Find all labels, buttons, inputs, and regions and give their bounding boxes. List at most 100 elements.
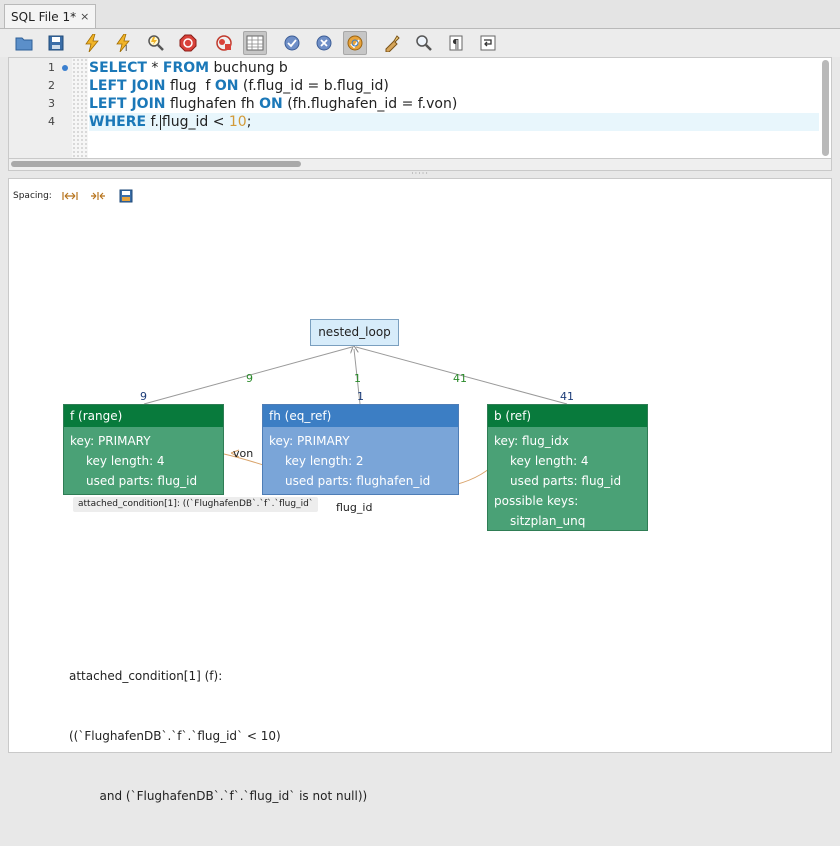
edge-label-flug-id: flug_id [336,501,373,514]
tab-close-icon[interactable]: × [80,9,90,23]
sql-keyword: LEFT JOIN [89,96,166,112]
save-icon[interactable] [44,31,68,55]
horizontal-scrollbar[interactable] [8,159,832,171]
wrap-lines-icon[interactable] [476,31,500,55]
node-details: key: flug_idx key length: 4 used parts: … [488,427,647,535]
sql-text: flug f [165,78,215,94]
node-key-length: key length: 4 [510,454,589,468]
execute-current-icon[interactable]: I [112,31,136,55]
invisible-chars-icon[interactable]: ¶ [444,31,468,55]
attached-condition-box[interactable]: attached_condition[1]: ((`FlughafenDB`.`… [73,497,319,512]
nested-loop-node[interactable]: nested_loop [310,319,399,346]
line-number-gutter: 1 2 3 4 [9,58,72,158]
node-key: key: PRIMARY [70,434,151,448]
edge-label-b-cost: 41 [453,372,467,385]
sql-keyword: ON [259,96,283,112]
sql-text: (fh.flughafen_id = f.von) [282,96,458,112]
node-title: f (range) [64,405,223,427]
execute-icon[interactable] [80,31,104,55]
autocommit-icon[interactable] [343,31,367,55]
attached-condition-details: attached_condition[1] (f): ((`FlughafenD… [69,626,367,846]
sql-keyword: LEFT JOIN [89,78,166,94]
edge-label-f-rows: 9 [140,390,147,403]
line-number: 3 [48,97,55,110]
svg-text:¶: ¶ [452,37,460,51]
condition-line: and (`FlughafenDB`.`f`.`flug_id` is not … [69,789,368,803]
edge-fh-nested [354,349,361,405]
sql-text: buchung b [209,60,288,76]
scroll-thumb[interactable] [11,161,301,167]
node-key-length: key length: 2 [285,454,364,468]
current-statement-marker [62,65,68,71]
edge-arrow-icon [230,449,240,458]
sql-text: flughafen fh [165,96,260,112]
tab-strip: SQL File 1* × [0,0,840,29]
toggle-grid-icon[interactable] [243,31,267,55]
rollback-icon[interactable] [312,31,336,55]
node-title: b (ref) [488,405,647,427]
node-details: key: PRIMARY key length: 4 used parts: f… [64,427,223,495]
node-possible-keys-value: sitzplan_unq [510,514,586,528]
node-title: fh (eq_ref) [263,405,458,427]
table-node-b[interactable]: b (ref) key: flug_idx key length: 4 used… [487,404,648,531]
node-used-parts: used parts: flug_id [86,474,198,488]
save-image-icon[interactable] [116,188,136,204]
beautify-icon[interactable] [380,31,404,55]
spacing-label: Spacing: [13,191,52,201]
sql-keyword: FROM [162,60,210,76]
commit-icon[interactable] [280,31,304,55]
sql-keyword: ON [214,78,239,94]
node-key: key: PRIMARY [269,434,350,448]
text-caret [159,114,161,130]
node-used-parts: used parts: flughafen_id [285,474,431,488]
table-node-f[interactable]: f (range) key: PRIMARY key length: 4 use… [63,404,224,495]
edge-label-f-cost: 9 [246,372,253,385]
edge-label-fh-cost: 1 [354,372,361,385]
scroll-thumb[interactable] [822,60,829,156]
edge-f-nested [143,346,353,405]
edge-label-fh-rows: 1 [357,390,364,403]
line-number: 1 [48,61,55,74]
code-line[interactable]: LEFT JOIN flug f ON (f.flug_id = b.flug_… [89,77,819,95]
node-possible-keys: possible keys: [494,494,579,508]
stop-on-error-icon[interactable] [212,31,236,55]
spacing-toolbar: Spacing: [13,187,136,205]
splitter-handle[interactable]: ····· [411,169,429,178]
sql-text: f. [146,114,159,130]
open-folder-icon[interactable] [12,31,36,55]
node-key: key: flug_idx [494,434,569,448]
svg-text:I: I [125,44,127,52]
explain-icon[interactable] [144,31,168,55]
sql-text: flug_id < [161,114,229,130]
fold-margin [72,58,88,158]
line-number: 2 [48,79,55,92]
sql-text: * [146,60,163,76]
editor-toolbar: I ¶ [0,29,840,57]
sql-number: 10 [228,114,247,130]
code-line[interactable]: WHERE f.flug_id < 10; [89,113,819,131]
sql-text: (f.flug_id = b.flug_id) [238,78,389,94]
condition-line: attached_condition[1] (f): [69,669,223,683]
stop-icon[interactable] [176,31,200,55]
code-area[interactable]: SELECT * FROM buchung b LEFT JOIN flug f… [89,58,819,158]
table-node-fh[interactable]: fh (eq_ref) key: PRIMARY key length: 2 u… [262,404,459,495]
edge-label-von: von [233,447,254,460]
increase-spacing-icon[interactable] [60,188,80,204]
sql-text: ; [246,114,252,130]
sql-keyword: WHERE [89,114,147,130]
line-number: 4 [48,115,55,128]
node-details: key: PRIMARY key length: 2 used parts: f… [263,427,458,495]
node-key-length: key length: 4 [86,454,165,468]
node-used-parts: used parts: flug_id [510,474,622,488]
code-line[interactable]: LEFT JOIN flughafen fh ON (fh.flughafen_… [89,95,819,113]
edge-b-nested [355,346,568,405]
decrease-spacing-icon[interactable] [88,188,108,204]
find-icon[interactable] [412,31,436,55]
visual-explain-panel: Spacing: nested_loop f (range) key: PRIM… [8,178,832,803]
code-line[interactable]: SELECT * FROM buchung b [89,59,819,77]
tab-sql-file[interactable]: SQL File 1* × [4,4,97,28]
condition-line: ((`FlughafenDB`.`f`.`flug_id` < 10) [69,729,281,743]
tab-title: SQL File 1* [11,9,77,24]
sql-editor[interactable]: 1 2 3 4 SELECT * FROM buchung b LEFT JOI… [8,57,832,159]
vertical-scrollbar[interactable] [821,60,830,156]
